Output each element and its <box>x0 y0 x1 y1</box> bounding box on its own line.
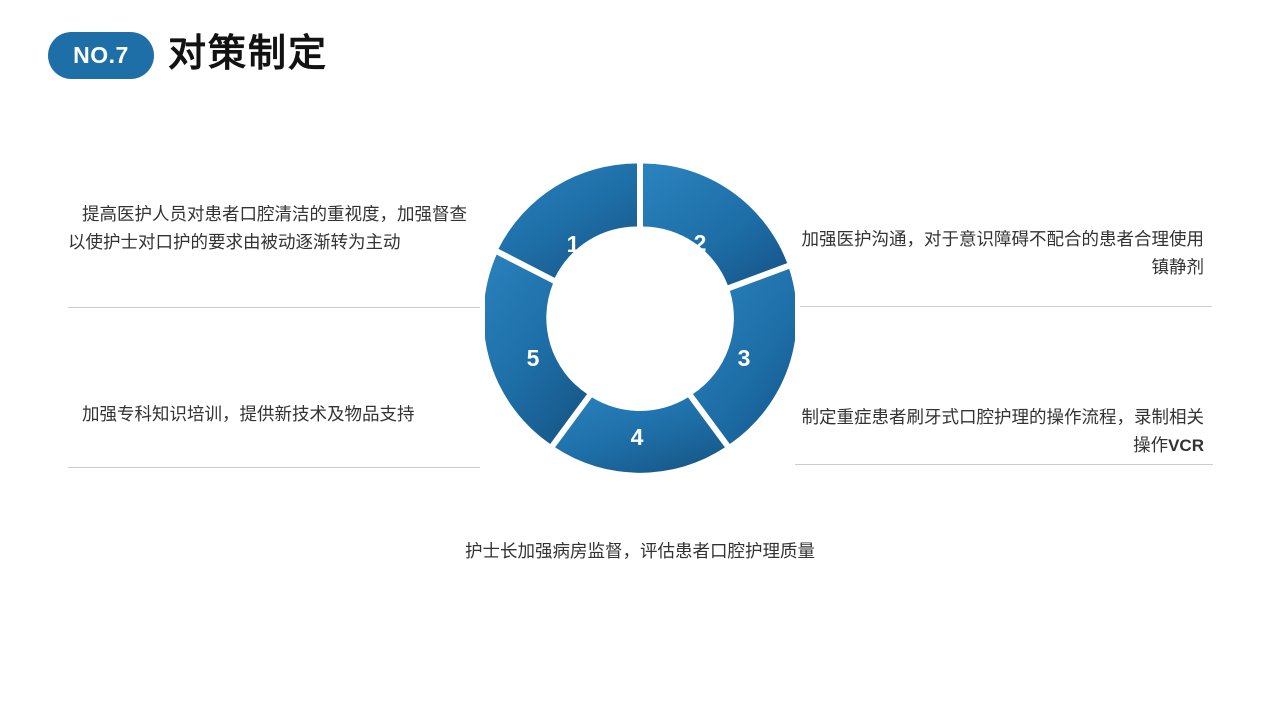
section-number-label: NO.7 <box>73 42 129 68</box>
donut-segment-2 <box>643 163 788 286</box>
page-title: 对策制定 <box>168 32 329 75</box>
donut-segment-5 <box>485 254 588 444</box>
item-4-text-block: 护士长加强病房监督，评估患者口腔护理质量 <box>0 537 1280 565</box>
item-3-text-block: 制定重症患者刷牙式口腔护理的操作流程，录制相关操作VCR <box>800 403 1205 460</box>
item-5-divider <box>68 467 480 468</box>
donut-diagram: 1 2 3 4 5 <box>485 163 795 473</box>
item-1-text-block: 提高医护人员对患者口腔清洁的重视度，加强督查以使护士对口护的要求由被动逐渐转为主… <box>68 200 472 257</box>
donut-segment-2-number: 2 <box>694 230 707 256</box>
item-5-text-block: 加强专科知识培训，提供新技术及物品支持 <box>68 400 472 428</box>
donut-segment-1-number: 1 <box>567 231 580 257</box>
item-3-text: 制定重症患者刷牙式口腔护理的操作流程，录制相关操作VCR <box>800 403 1205 460</box>
donut-segment-4-number: 4 <box>631 424 644 450</box>
section-number-badge: NO.7 <box>48 32 154 79</box>
donut-segment-5-number: 5 <box>527 345 540 371</box>
item-2-text: 加强医护沟通，对于意识障碍不配合的患者合理使用镇静剂 <box>801 229 1205 278</box>
item-4-text: 护士长加强病房监督，评估患者口腔护理质量 <box>465 541 815 561</box>
item-1-divider <box>68 307 480 308</box>
item-5-text: 加强专科知识培训，提供新技术及物品支持 <box>82 404 415 424</box>
item-3-text-main: 制定重症患者刷牙式口腔护理的操作流程，录制相关操作 <box>801 407 1205 456</box>
item-3-text-latin: VCR <box>1168 436 1204 456</box>
item-2-text-block: 加强医护沟通，对于意识障碍不配合的患者合理使用镇静剂 <box>800 225 1205 282</box>
donut-segment-3-number: 3 <box>738 345 751 371</box>
item-1-text: 提高医护人员对患者口腔清洁的重视度，加强督查以使护士对口护的要求由被动逐渐转为主… <box>68 204 467 253</box>
donut-segment-1 <box>498 163 637 278</box>
item-2-divider <box>800 306 1212 307</box>
donut-segment-4 <box>555 397 725 473</box>
slide-header: NO.7 对策制定 <box>48 32 328 79</box>
donut-segment-3 <box>692 268 795 444</box>
item-3-divider <box>795 464 1213 465</box>
